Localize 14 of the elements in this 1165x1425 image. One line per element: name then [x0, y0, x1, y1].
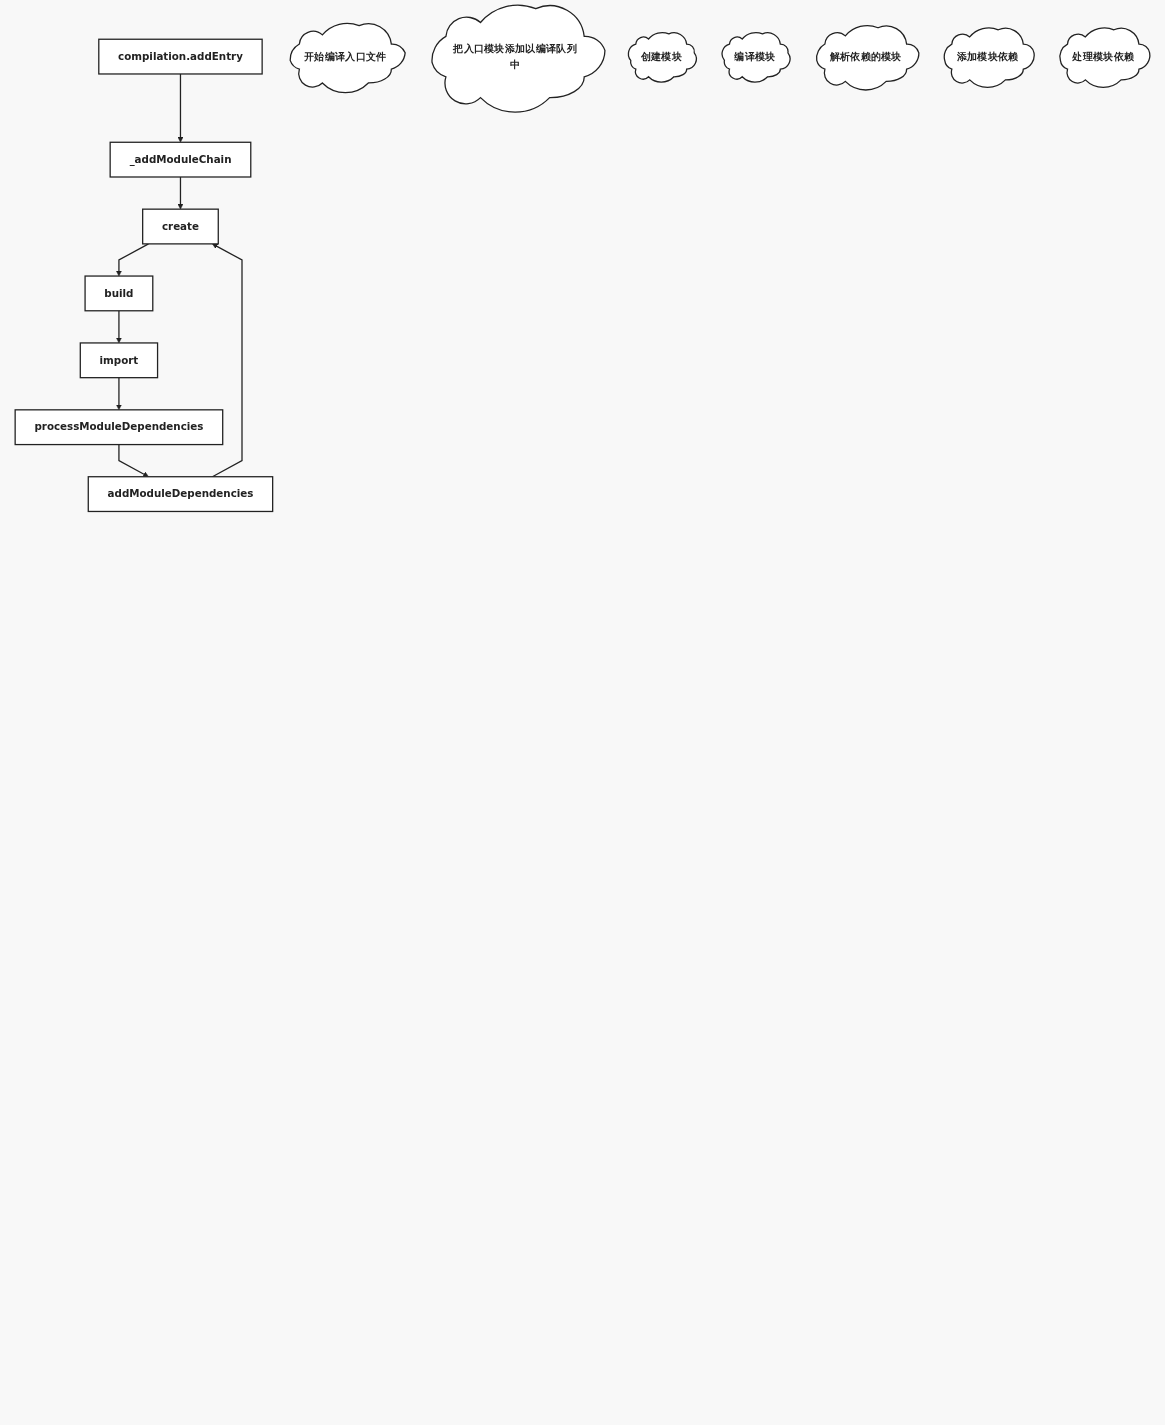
node-box: build — [84, 275, 154, 312]
node-box: processModuleDependencies — [14, 409, 224, 446]
node-box: compilation.addEntry — [98, 38, 263, 75]
arrow — [177, 176, 184, 210]
arrow — [116, 377, 122, 411]
arrow — [116, 243, 150, 277]
arrow — [177, 73, 184, 143]
node-box: create — [142, 208, 219, 245]
arrow — [116, 310, 122, 344]
arrow — [211, 243, 243, 478]
arrow — [118, 443, 149, 477]
node-box: import — [79, 342, 159, 379]
node-box: _addModuleChain — [109, 141, 252, 178]
node-box: addModuleDependencies — [87, 476, 274, 513]
